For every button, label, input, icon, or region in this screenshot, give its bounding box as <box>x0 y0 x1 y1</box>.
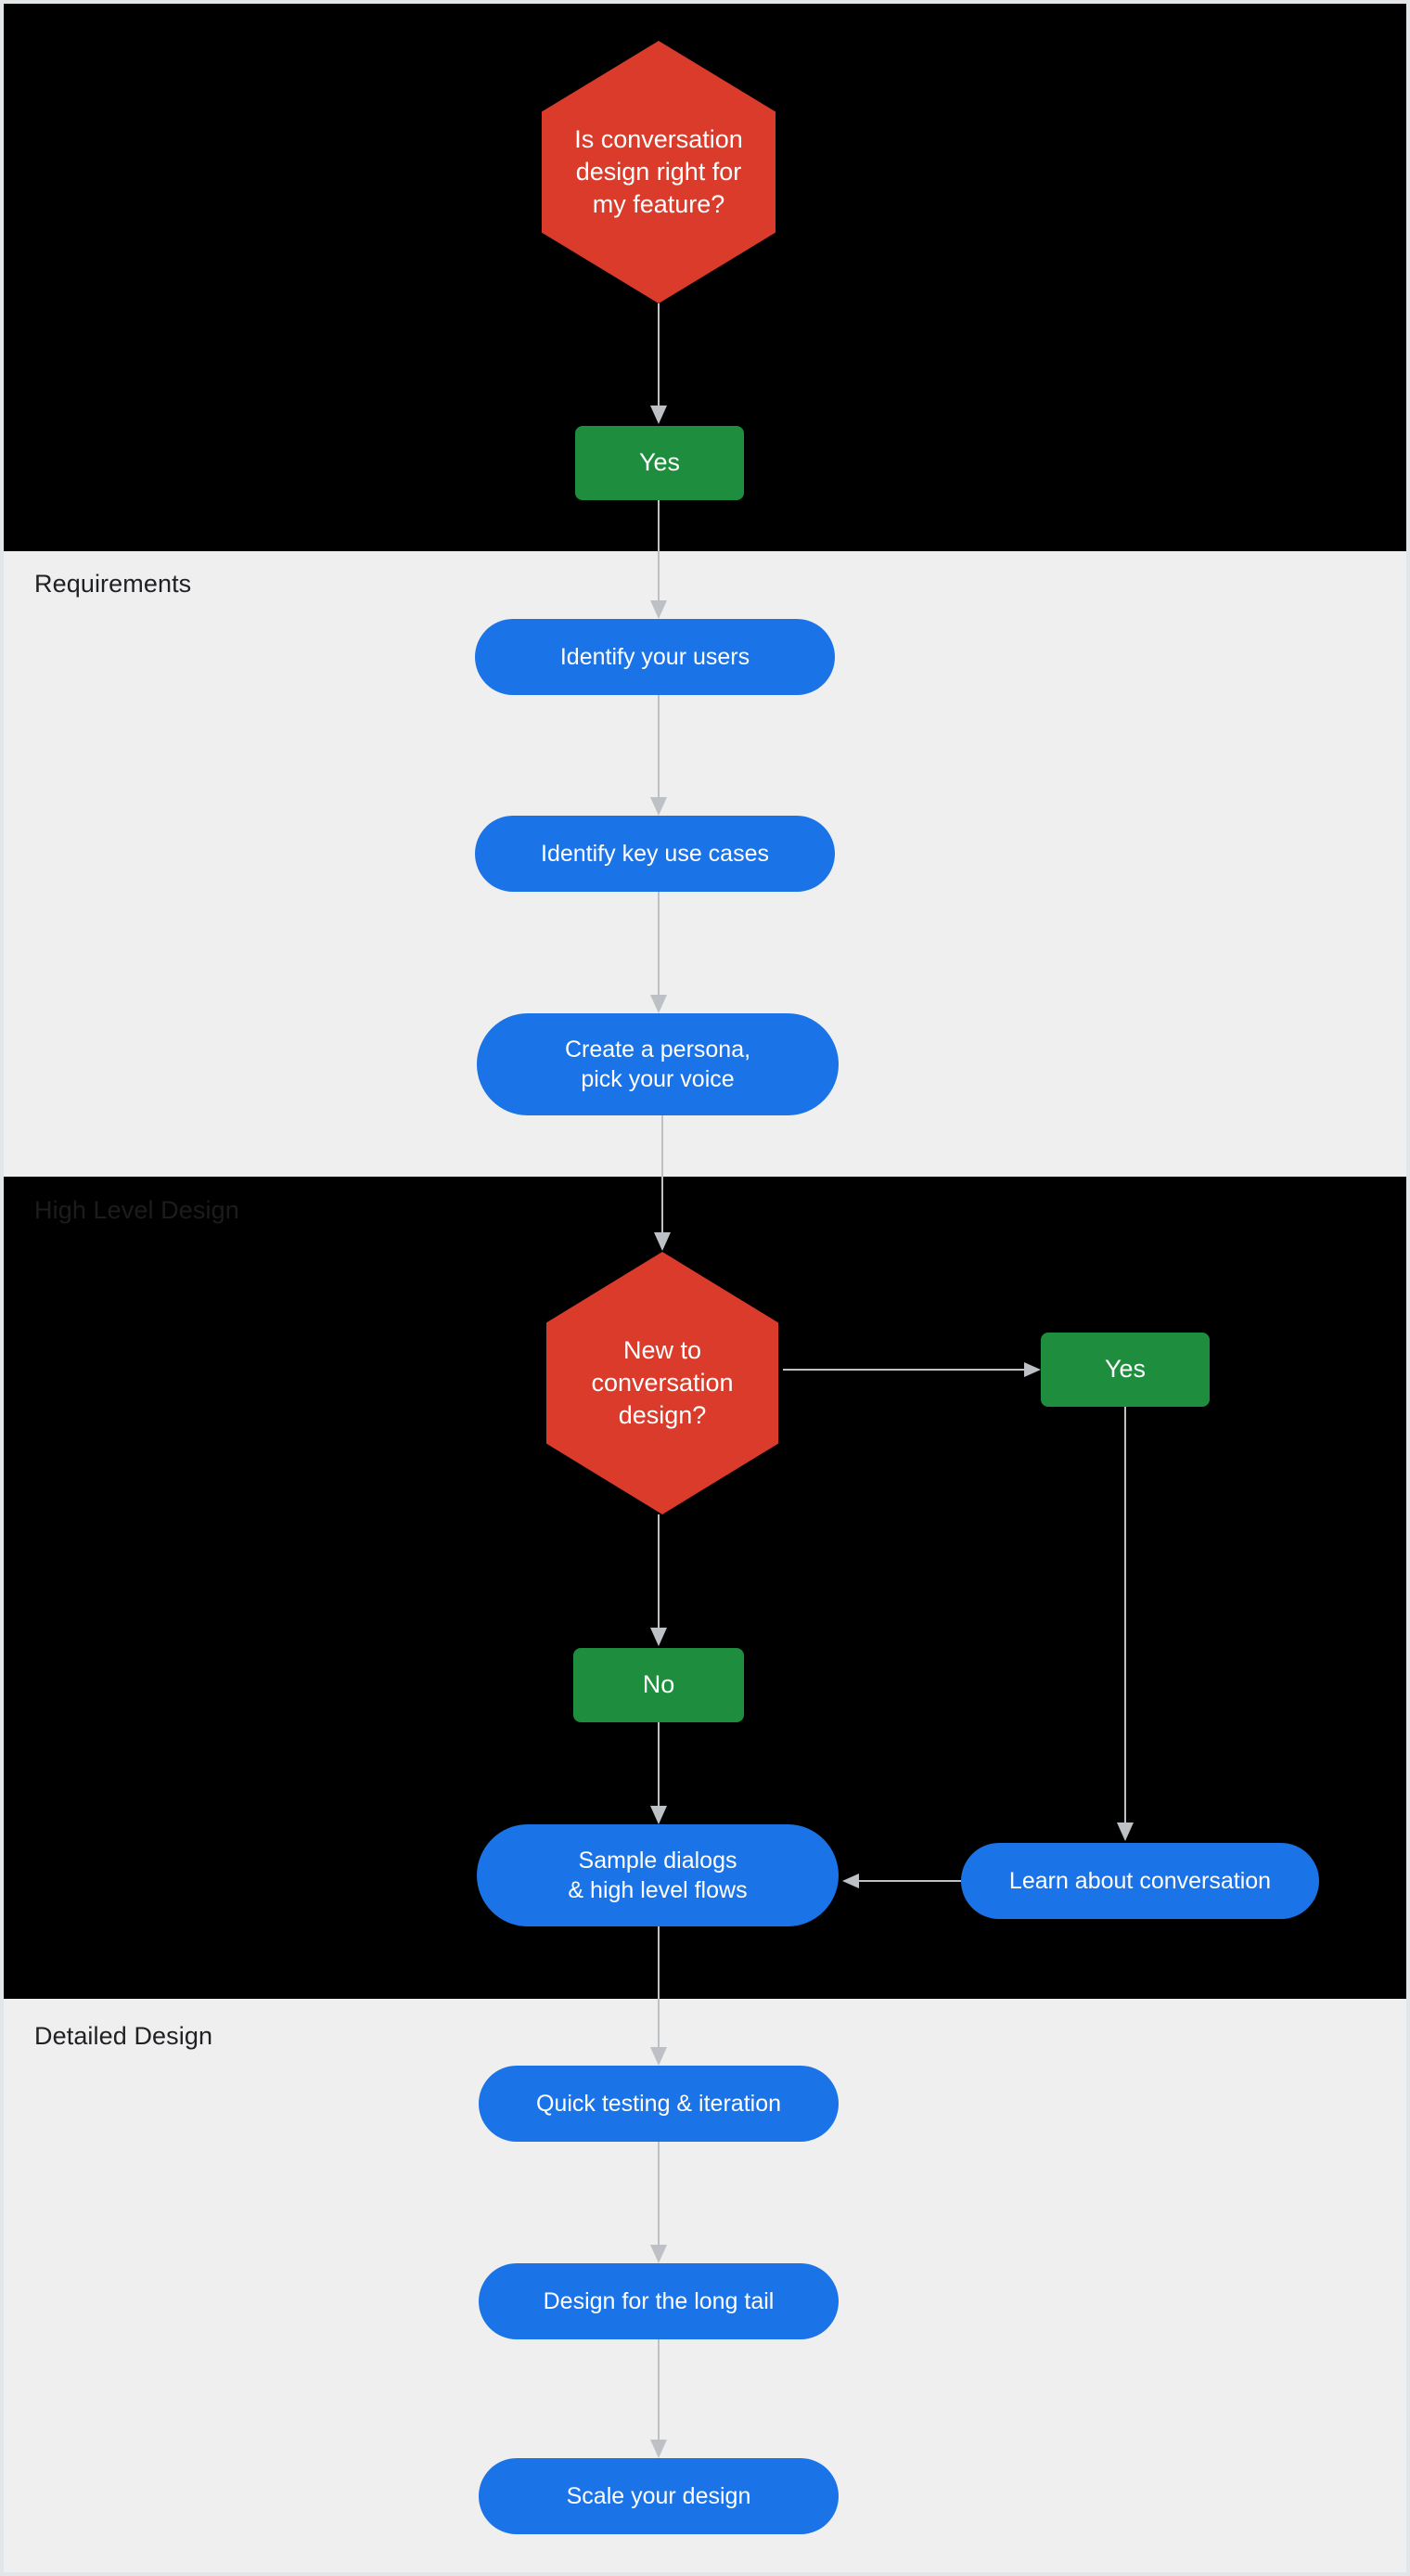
node-create-persona-line-1: Create a persona, <box>564 1036 751 1063</box>
node-create-persona[interactable]: Create a persona, pick your voice <box>477 1013 839 1115</box>
node-identify-users[interactable]: Identify your users <box>475 619 835 695</box>
node-scale-design[interactable]: Scale your design <box>479 2458 839 2534</box>
connector-persona-to-new-decision-arrow <box>654 1232 671 1251</box>
connector-persona-to-new-decision-line <box>661 1115 663 1232</box>
node-sample-dialogs-line-1: Sample dialogs <box>578 1847 737 1874</box>
node-long-tail[interactable]: Design for the long tail <box>479 2263 839 2339</box>
node-new-decision-line-1: New to <box>622 1335 702 1364</box>
node-sample-dialogs-line-2: & high level flows <box>568 1877 748 1903</box>
node-learn-conversation[interactable]: Learn about conversation <box>961 1843 1319 1919</box>
connector-new-decision-to-yes-line <box>783 1369 1026 1371</box>
connector-quick-testing-to-long-tail-line <box>658 2142 660 2245</box>
connector-sample-dialogs-to-quick-testing-line <box>658 1926 660 2047</box>
node-new-yes[interactable]: Yes <box>1041 1333 1210 1407</box>
connector-start-decision-to-yes-arrow <box>650 406 667 424</box>
connector-learn-to-sample-dialogs-line <box>859 1880 961 1882</box>
node-start-yes[interactable]: Yes <box>575 426 744 500</box>
connector-yes-to-identify-users-line <box>658 500 660 600</box>
node-quick-testing[interactable]: Quick testing & iteration <box>479 2066 839 2142</box>
connector-use-cases-to-persona-arrow <box>650 995 667 1013</box>
connector-yes-to-identify-users-arrow <box>650 600 667 619</box>
node-start-decision-line-3: my feature? <box>592 190 725 219</box>
node-start-decision-line-1: Is conversation <box>574 124 743 153</box>
section-label-requirements: Requirements <box>34 570 192 598</box>
node-start-decision-line-2: design right for <box>575 157 742 186</box>
section-label-high-level-design: High Level Design <box>34 1196 239 1224</box>
connector-learn-to-sample-dialogs-arrow <box>842 1874 859 1888</box>
connector-yes-to-learn-arrow <box>1117 1823 1134 1841</box>
node-new-decision-line-2: conversation <box>591 1368 734 1397</box>
connector-sample-dialogs-to-quick-testing-arrow <box>650 2047 667 2066</box>
node-new-decision-line-3: design? <box>618 1401 707 1430</box>
connector-no-to-sample-dialogs-line <box>658 1722 660 1806</box>
connector-no-to-sample-dialogs-arrow <box>650 1806 667 1824</box>
section-label-detailed-design: Detailed Design <box>34 2022 213 2050</box>
node-new-no[interactable]: No <box>573 1648 744 1722</box>
connector-long-tail-to-scale-line <box>658 2339 660 2440</box>
connector-new-decision-to-no-line <box>658 1514 660 1628</box>
connector-long-tail-to-scale-arrow <box>650 2440 667 2458</box>
connector-quick-testing-to-long-tail-arrow <box>650 2245 667 2263</box>
connector-start-decision-to-yes-line <box>658 303 660 406</box>
node-scale-design-label: Scale your design <box>566 2482 751 2509</box>
node-new-yes-label: Yes <box>1104 1355 1147 1384</box>
node-new-no-label: No <box>642 1670 675 1699</box>
connector-new-decision-to-yes-arrow <box>1024 1362 1041 1377</box>
node-identify-use-cases[interactable]: Identify key use cases <box>475 816 835 892</box>
node-long-tail-label: Design for the long tail <box>543 2287 775 2314</box>
node-learn-conversation-label: Learn about conversation <box>1008 1867 1272 1894</box>
node-identify-users-label: Identify your users <box>559 643 750 670</box>
connector-identify-users-to-use-cases-arrow <box>650 797 667 816</box>
node-sample-dialogs[interactable]: Sample dialogs & high level flows <box>477 1824 839 1926</box>
connector-new-decision-to-no-arrow <box>650 1628 667 1646</box>
connector-identify-users-to-use-cases-line <box>658 695 660 797</box>
node-start-yes-label: Yes <box>638 448 681 477</box>
connector-use-cases-to-persona-line <box>658 892 660 995</box>
node-identify-use-cases-label: Identify key use cases <box>541 840 769 867</box>
node-create-persona-line-2: pick your voice <box>581 1066 735 1092</box>
connector-yes-to-learn-line <box>1124 1407 1126 1823</box>
node-quick-testing-label: Quick testing & iteration <box>535 2090 781 2117</box>
